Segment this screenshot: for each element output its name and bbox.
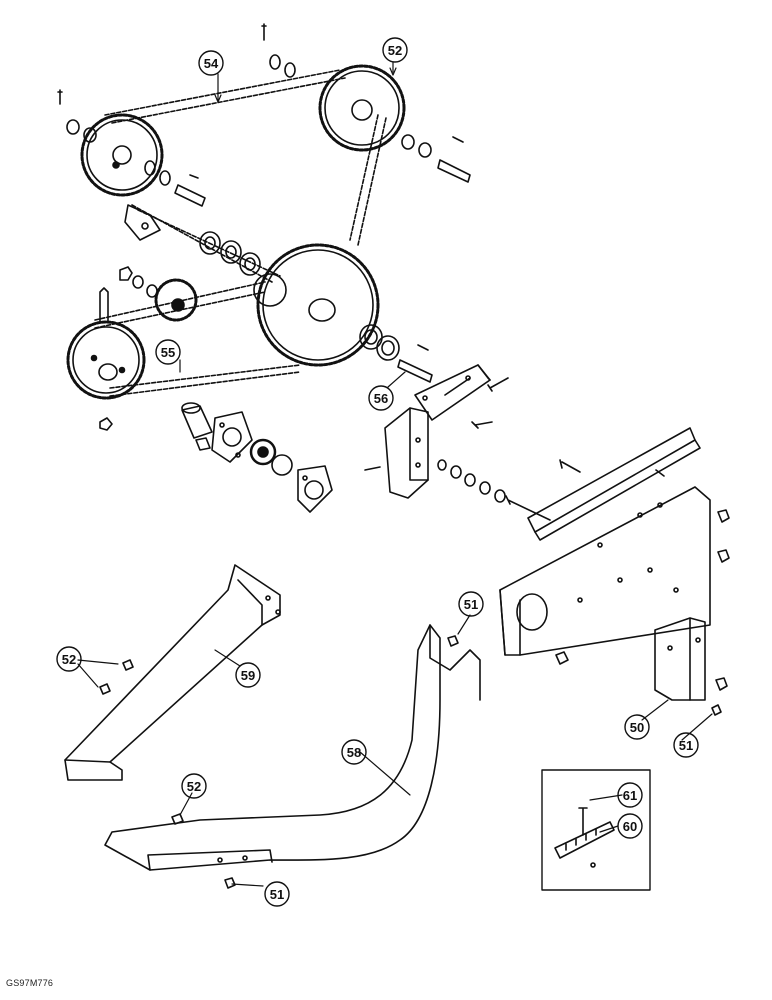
callout-51-right: 51 (679, 738, 693, 753)
leader-lines (77, 61, 713, 887)
small-sprocket (154, 278, 198, 322)
bearing-assembly (181, 402, 333, 513)
lower-left-sprocket (66, 320, 146, 400)
callout-56: 56 (374, 391, 388, 406)
side-panel (499, 486, 711, 656)
large-sprocket (253, 243, 380, 367)
callout-55: 55 (161, 345, 175, 360)
callout-60: 60 (623, 819, 637, 834)
inset-detail-box (541, 769, 651, 891)
callout-54: 54 (204, 56, 219, 71)
upper-left-sprocket (80, 113, 164, 197)
callout-61: 61 (623, 788, 637, 803)
curved-shield-58 (104, 624, 481, 871)
callout-51-mid: 51 (464, 597, 478, 612)
callout-50: 50 (630, 720, 644, 735)
upper-right-sprocket (318, 64, 406, 152)
washers-and-pins (57, 23, 471, 431)
shield-59 (64, 564, 281, 781)
callout-52-left: 52 (62, 652, 76, 667)
shield-nuts (99, 635, 459, 889)
callout-52-bottom: 52 (187, 779, 201, 794)
callout-51-bottom: 51 (270, 887, 284, 902)
callout-circles (56, 37, 699, 907)
mounting-bracket (364, 364, 551, 521)
angle-bracket (654, 617, 722, 716)
callout-58: 58 (347, 745, 361, 760)
figure-code: GS97M776 (6, 978, 54, 988)
callout-52-top: 52 (388, 43, 402, 58)
side-rail (527, 427, 701, 541)
callout-59: 59 (241, 668, 255, 683)
side-panel-nuts (555, 509, 730, 691)
